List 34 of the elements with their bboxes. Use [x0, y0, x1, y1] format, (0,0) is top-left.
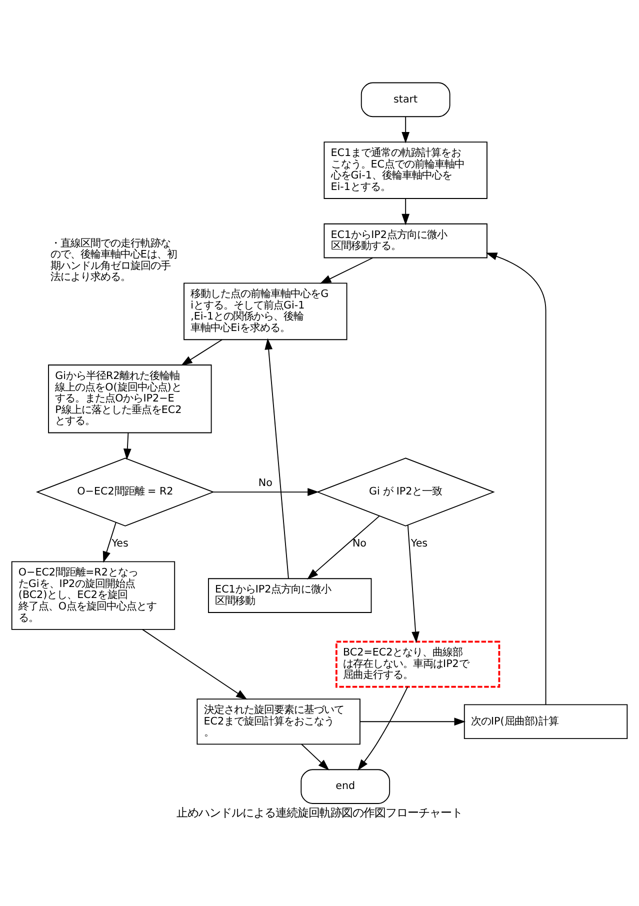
caption: 止めハンドルによる連続旋回軌跡図の作図フローチャート — [176, 806, 462, 820]
node-box: EC1まで通常の軌跡計算をおこなう。EC点での前輪車軸中心をGi-1、後輪車軸中心をEi-1とする。 — [324, 142, 488, 199]
node-box: BC2=EC2となり、曲線部は存在しない。車両はIP2で屈曲走行する。 — [336, 640, 500, 688]
node-label: ・直線区間での走行軌跡なので、後輪車軸中心Eは、初期ハンドル角ゼロ旋回の手法により求める。 — [50, 237, 177, 284]
arrow — [402, 116, 410, 144]
arrow — [102, 522, 116, 563]
node-box: 決定された旋回要素に基づいてEC2まで旋回計算をおこなう。 — [196, 698, 360, 745]
node-box: Giから半径R2離れた後輪軸線上の点をO(旋回中心点)とする。また点OからIP2−EP線上に落とした垂点をEC2とする。 — [48, 364, 212, 434]
arrow — [264, 338, 289, 579]
arrow — [358, 686, 408, 771]
arrow — [402, 198, 410, 226]
arrow — [142, 628, 248, 700]
node-box: end — [300, 769, 390, 804]
edge-label: No — [258, 477, 272, 490]
node-box: 移動した点の前輪車軸中心をGiとする。そして前点Gi-1,Ei-1との関係から、後輪車軸中心Eiを求める。 — [184, 282, 348, 340]
arrow — [320, 257, 374, 284]
node-diamond: Gi が IP2と一致 — [316, 458, 495, 526]
arrow — [213, 488, 319, 496]
arrow — [407, 524, 420, 643]
arrow — [360, 718, 466, 726]
arrow — [301, 744, 330, 770]
node-box: start — [360, 82, 450, 118]
node-box: O−EC2間距離=R2となったGiを、IP2の旋回開始点(BC2)とし、EC2を旋回終了点、O点を旋回中心点とする。 — [11, 561, 176, 630]
node-box: EC1からIP2点方向に微小区間移動する。 — [324, 223, 488, 258]
arrow — [123, 432, 132, 460]
node-diamond: O−EC2間距離 = R2 — [36, 458, 214, 526]
node-box: 次のIP(屈曲部)計算 — [464, 704, 628, 740]
arrow — [307, 516, 380, 580]
edge-label: No — [352, 537, 367, 550]
edge-label: Yes — [112, 537, 128, 550]
edge-label: Yes — [410, 537, 428, 550]
arrow — [486, 252, 546, 706]
arrow — [181, 339, 223, 366]
node-box: EC1からIP2点方向に微小区間移動 — [208, 578, 372, 613]
